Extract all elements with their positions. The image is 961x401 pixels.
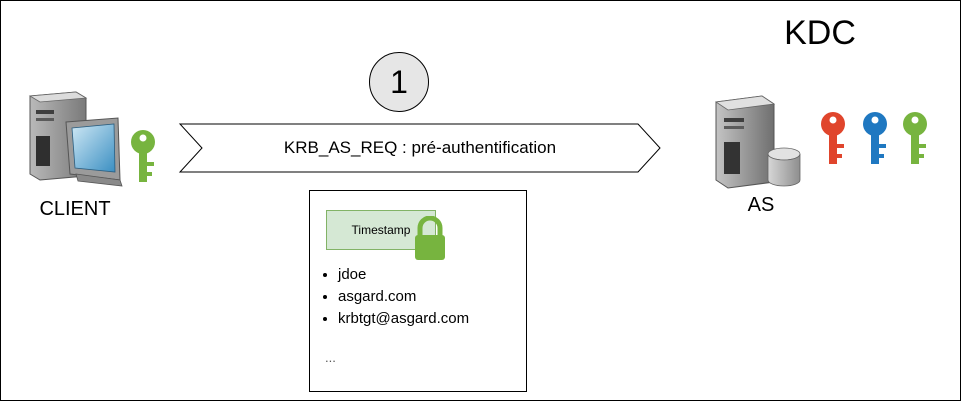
- kdc-title: KDC: [784, 14, 856, 52]
- as-label: AS: [747, 194, 775, 216]
- server-database-icon: [714, 95, 801, 189]
- client-key-icon: [131, 130, 155, 182]
- red-key-icon: [821, 112, 845, 164]
- more-fields-ellipsis: ...: [325, 350, 336, 365]
- padlock-icon: [415, 216, 445, 260]
- list-item: jdoe: [338, 264, 469, 286]
- workstation-icon: [28, 91, 123, 187]
- list-item: asgard.com: [338, 286, 469, 308]
- arrow-label: KRB_AS_REQ : pré-authentification: [283, 138, 557, 157]
- blue-key-icon: [863, 112, 887, 164]
- request-arrow: [178, 123, 661, 173]
- green-key-icon: [903, 112, 927, 164]
- list-item: krbtgt@asgard.com: [338, 308, 469, 330]
- client-label: CLIENT: [39, 198, 111, 220]
- step-number-badge: 1: [369, 52, 429, 112]
- message-field-list: jdoe asgard.com krbtgt@asgard.com: [316, 264, 469, 330]
